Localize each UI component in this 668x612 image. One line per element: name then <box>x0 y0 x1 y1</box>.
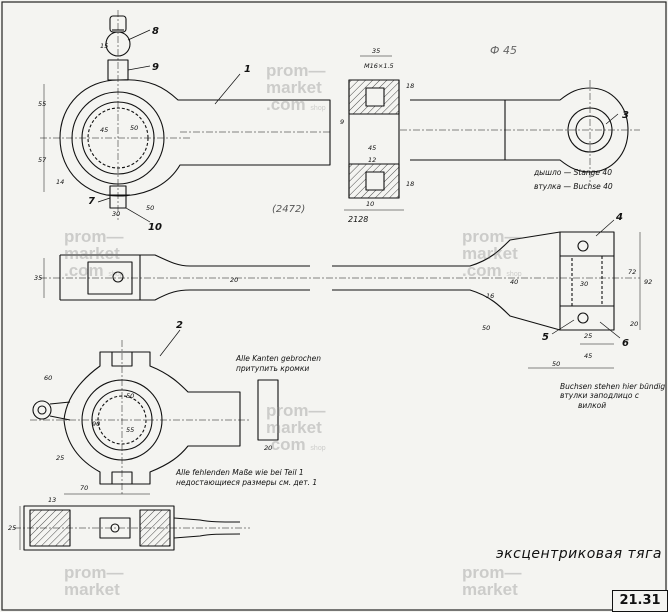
edge-profile-sketch <box>257 379 279 441</box>
dimension-label: 92 <box>644 278 652 286</box>
sheet-number: 21.31 <box>612 590 668 612</box>
part-label: 9 <box>152 62 159 73</box>
note-dims-de: Alle fehlenden Maße wie bei Teil 1 <box>176 468 304 477</box>
part-label: 6 <box>622 338 629 349</box>
dimension-label: 2128 <box>348 215 368 224</box>
dimension-label: 25 <box>8 524 16 532</box>
bushing-cross-section <box>348 79 400 199</box>
note-bushings-ru-2: вилкой <box>578 401 607 410</box>
dimension-label: 20 <box>264 444 272 452</box>
dimension-label: 20 <box>630 320 638 328</box>
dimension-label: 55 <box>38 100 46 108</box>
dimension-label: 20 <box>230 276 238 284</box>
dimension-label: 13 <box>48 496 56 504</box>
note-edges-ru: притупить кромки <box>236 364 310 373</box>
dimension-label: 15 <box>100 42 108 50</box>
dimension-label: 50 <box>482 324 490 332</box>
dimension-label: 25 <box>584 332 592 340</box>
dimension-label: 45 <box>584 352 592 360</box>
dimension-label: 45 <box>368 144 376 152</box>
part-label: 1 <box>244 64 251 75</box>
dimension-label: 72 <box>628 268 636 276</box>
dimension-label: 45 <box>100 126 108 134</box>
dimension-label: 50 <box>126 392 134 400</box>
dimension-label: 35 <box>372 47 380 55</box>
watermark: prom—market <box>462 563 522 599</box>
dimension-label: 35 <box>34 274 42 282</box>
dimension-label: 18 <box>406 82 414 90</box>
part-label: 2 <box>176 320 183 331</box>
dimension-label: 50 <box>146 204 154 212</box>
dimension-label: 30 <box>112 210 120 218</box>
part-label: 3 <box>622 110 629 121</box>
handwritten-diameter: Ф 45 <box>490 44 517 57</box>
part-label: 8 <box>152 26 159 37</box>
dimension-label: 12 <box>368 156 376 164</box>
part-label: 7 <box>88 196 95 207</box>
watermark: prom—market.com shop <box>64 227 124 280</box>
dimension-label: 40 <box>510 278 518 286</box>
dimension-label: 50 <box>552 360 560 368</box>
dimension-label: 18 <box>406 180 414 188</box>
note-bushing-fit: втулка — Buchse 40 <box>534 182 613 191</box>
drawing-title: эксцентриковая тяга <box>496 546 663 562</box>
dimension-label: M16×1.5 <box>364 62 394 70</box>
dimension-label: 14 <box>56 178 64 186</box>
dimension-label: 70 <box>80 484 88 492</box>
dimension-label: 30 <box>580 280 588 288</box>
part-label: 4 <box>615 212 623 223</box>
dimension-label: 25 <box>56 454 64 462</box>
watermark: prom—market.com shop <box>266 61 326 114</box>
part-label: 10 <box>148 222 162 233</box>
note-edges-de: Alle Kanten gebrochen <box>236 354 322 363</box>
dimension-label: 50 <box>130 124 138 132</box>
watermark: prom—market <box>64 563 124 599</box>
dimension-label: 10 <box>366 200 374 208</box>
note-bushings-de: Buchsen stehen hier bündig <box>560 382 666 391</box>
handwritten-number: (2472) <box>272 204 305 215</box>
dimension-label: 90 <box>92 420 100 428</box>
note-dims-ru: недостающиеся размеры см. дет. 1 <box>176 478 318 487</box>
dimension-label: 57 <box>38 156 47 164</box>
dimension-label: 55 <box>126 426 134 434</box>
rod-side-view <box>59 231 615 331</box>
watermark: prom—market.com shop <box>266 401 326 454</box>
note-rod-fit: дышло — Stange 40 <box>534 168 612 177</box>
note-bushings-ru: втулки заподлицо с <box>560 391 639 400</box>
watermark: prom—market.com shop <box>462 227 522 280</box>
part-label: 5 <box>542 332 549 343</box>
dimension-label: 9 <box>340 118 344 126</box>
dimension-label: 60 <box>44 374 52 382</box>
dimension-label: 16 <box>486 292 494 300</box>
